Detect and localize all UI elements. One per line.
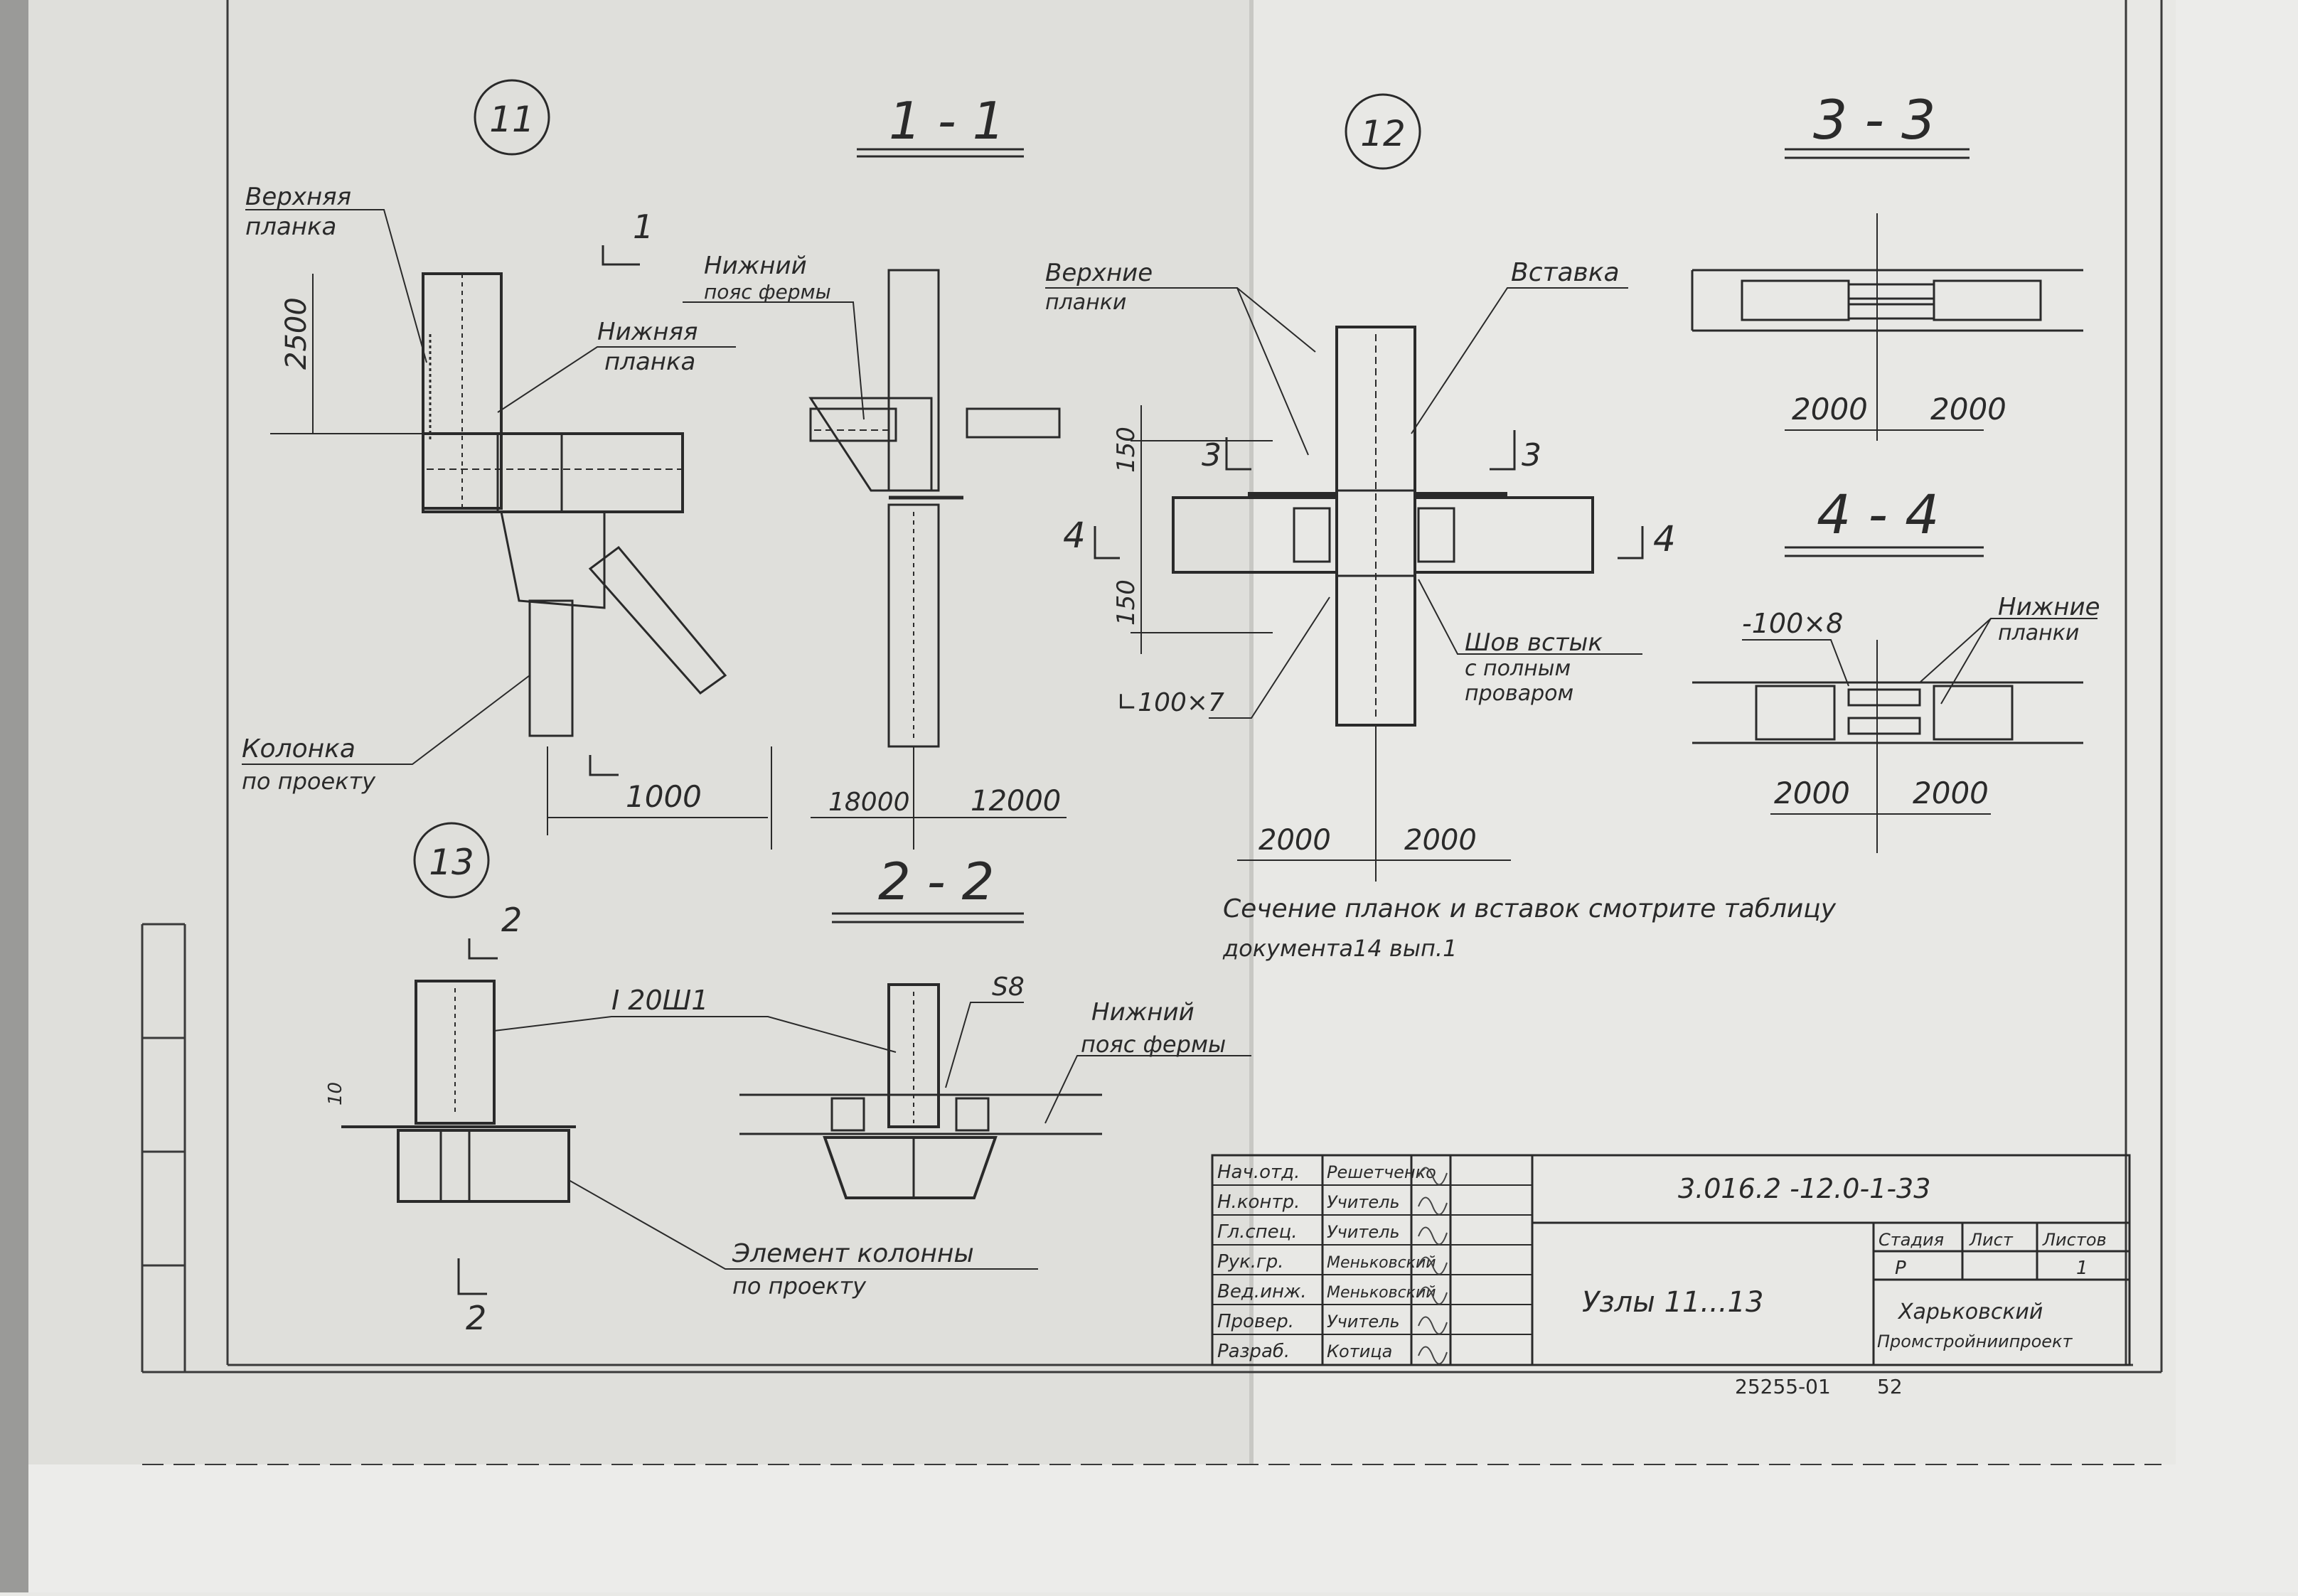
node-13-label-beam: I 20Ш1 — [611, 985, 708, 1016]
title-head-sheet: Лист — [1969, 1230, 2014, 1250]
node-13-callout-circle — [413, 822, 490, 899]
node-13-label-element-2: по проекту — [732, 1273, 867, 1300]
title-role-3: Рук.гр. — [1217, 1251, 1283, 1273]
section-3-3: 3 - 3 2000 2000 — [1691, 88, 2083, 441]
node-11-label-top-plate-1: Верхняя — [245, 183, 351, 211]
title-name-1: Учитель — [1327, 1192, 1400, 1212]
footer-archive: 25255-01 — [1735, 1375, 1831, 1398]
node-13-label-element-1: Элемент колонны — [732, 1239, 974, 1268]
title-role-2: Гл.спец. — [1217, 1221, 1298, 1243]
title-name-6: Котица — [1327, 1341, 1392, 1361]
node-11-cut-mark: 1 — [633, 208, 653, 246]
title-role-5: Провер. — [1217, 1311, 1294, 1332]
section-4-4-label-bottom-plates-2: планки — [1998, 621, 2079, 646]
section-3-3-dim-right: 2000 — [1930, 392, 2006, 427]
title-name-5: Учитель — [1327, 1312, 1400, 1332]
node-13: 13 2 I 20Ш1 10 Элемент колонны по проект… — [325, 822, 1038, 1337]
node-11-callout-circle — [474, 79, 550, 156]
node-11: 11 Верхняя планка 1 2500 Нижняя планка К… — [242, 79, 772, 850]
node-12-cut4-right: 4 — [1653, 518, 1676, 559]
node-13-cut-bottom: 2 — [466, 1299, 486, 1337]
section-4-4-label-bottom-plates-1: Нижние — [1998, 593, 2100, 621]
node-11-callout: 11 — [489, 99, 535, 140]
section-4-4: 4 - 4 -100×8 Нижние планки 2000 2000 — [1692, 483, 2100, 853]
section-1-1-label-1: Нижний — [704, 252, 807, 280]
title-name-3: Меньковский — [1327, 1254, 1436, 1272]
section-3-3-dim-left: 2000 — [1792, 392, 1868, 427]
section-2-2-title: 2 - 2 — [878, 852, 994, 911]
section-4-4-label-plate: -100×8 — [1742, 608, 1843, 639]
section-4-4-title: 4 - 4 — [1817, 483, 1939, 546]
footer-page: 52 — [1877, 1375, 1903, 1398]
node-11-dim-height: 2500 — [280, 297, 313, 370]
node-12-label-insert: Вставка — [1511, 258, 1620, 287]
note-line-2: документа14 вып.1 — [1222, 935, 1457, 962]
node-12-label-angle: ∟100×7 — [1116, 688, 1224, 717]
section-2-2-label-2: пояс фермы — [1081, 1031, 1226, 1058]
title-head-stage: Стадия — [1879, 1230, 1944, 1250]
node-12: 12 Верхние планки Вставка 150 150 3 3 4 … — [1045, 93, 1676, 882]
note: Сечение планок и вставок смотрите таблиц… — [1222, 894, 1837, 962]
title-role-1: Н.контр. — [1217, 1191, 1300, 1213]
section-1-1-dim-right: 12000 — [971, 785, 1061, 818]
node-12-cut4-left: 4 — [1063, 515, 1086, 556]
node-11-label-column-1: Колонка — [242, 734, 356, 764]
node-11-label-bottom-plate-1: Нижняя — [597, 318, 698, 346]
node-13-cut-top: 2 — [501, 901, 522, 939]
section-4-4-dim-left: 2000 — [1774, 776, 1850, 810]
footer: 25255-01 52 — [1735, 1375, 1903, 1398]
node-11-label-top-plate-2: планка — [245, 213, 336, 241]
title-role-6: Разраб. — [1217, 1341, 1290, 1362]
node-12-label-top-plates-1: Верхние — [1045, 259, 1153, 287]
node-13-dim-small: 10 — [325, 1082, 346, 1105]
node-12-cut3-left: 3 — [1202, 437, 1222, 473]
section-1-1: 1 - 1 Нижний пояс фермы 18000 12000 — [683, 91, 1067, 850]
title-role-4: Вед.инж. — [1217, 1281, 1307, 1302]
node-12-dim-bottom: 150 — [1112, 579, 1140, 626]
title-head-sheets: Листов — [2042, 1230, 2107, 1250]
section-1-1-title: 1 - 1 — [889, 91, 1005, 151]
node-11-dim-width: 1000 — [626, 779, 702, 814]
node-12-callout: 12 — [1360, 113, 1406, 154]
section-2-2-label-1: Нижний — [1091, 998, 1195, 1027]
node-12-label-weld-3: проваром — [1465, 681, 1573, 706]
title-org-2: Промстройниипроект — [1877, 1332, 2073, 1351]
title-block: Нач.отд. Н.контр. Гл.спец. Рук.гр. Вед.и… — [1211, 1154, 2131, 1366]
note-line-1: Сечение планок и вставок смотрите таблиц… — [1223, 894, 1837, 923]
section-3-3-title: 3 - 3 — [1813, 88, 1935, 151]
node-12-label-top-plates-2: планки — [1045, 290, 1126, 315]
node-11-label-column-2: по проекту — [242, 768, 376, 795]
section-1-1-label-2: пояс фермы — [704, 280, 831, 304]
section-2-2-weld: S8 — [992, 973, 1025, 1002]
node-12-dim-top: 150 — [1112, 427, 1140, 473]
sheet-frame — [141, 0, 2163, 1465]
title-name-4: Меньковский — [1327, 1284, 1436, 1302]
title-role-0: Нач.отд. — [1217, 1162, 1300, 1183]
title-name-0: Решетченко — [1327, 1162, 1436, 1182]
node-12-label-weld-1: Шов встык — [1465, 628, 1603, 657]
node-12-dim-left: 2000 — [1258, 824, 1331, 857]
title-doc-code: 3.016.2 -12.0-1-33 — [1678, 1173, 1930, 1204]
node-11-label-bottom-plate-2: планка — [604, 348, 695, 376]
node-12-label-weld-2: с полным — [1465, 656, 1571, 681]
title-sheets-count: 1 — [2076, 1258, 2088, 1279]
section-4-4-dim-right: 2000 — [1913, 776, 1989, 810]
node-12-dim-right: 2000 — [1404, 824, 1477, 857]
signatures — [1418, 1167, 1448, 1365]
node-12-cut3-right: 3 — [1522, 437, 1541, 473]
title-sheet-title: Узлы 11...13 — [1582, 1286, 1763, 1319]
node-13-callout: 13 — [429, 842, 474, 883]
node-12-callout-circle — [1345, 93, 1421, 170]
title-stage: Р — [1895, 1258, 1906, 1279]
title-name-2: Учитель — [1327, 1222, 1400, 1242]
section-2-2: 2 - 2 S8 Нижний пояс фермы — [739, 852, 1251, 1199]
section-1-1-dim-left: 18000 — [828, 788, 910, 817]
title-org-1: Харьковский — [1897, 1300, 2043, 1324]
